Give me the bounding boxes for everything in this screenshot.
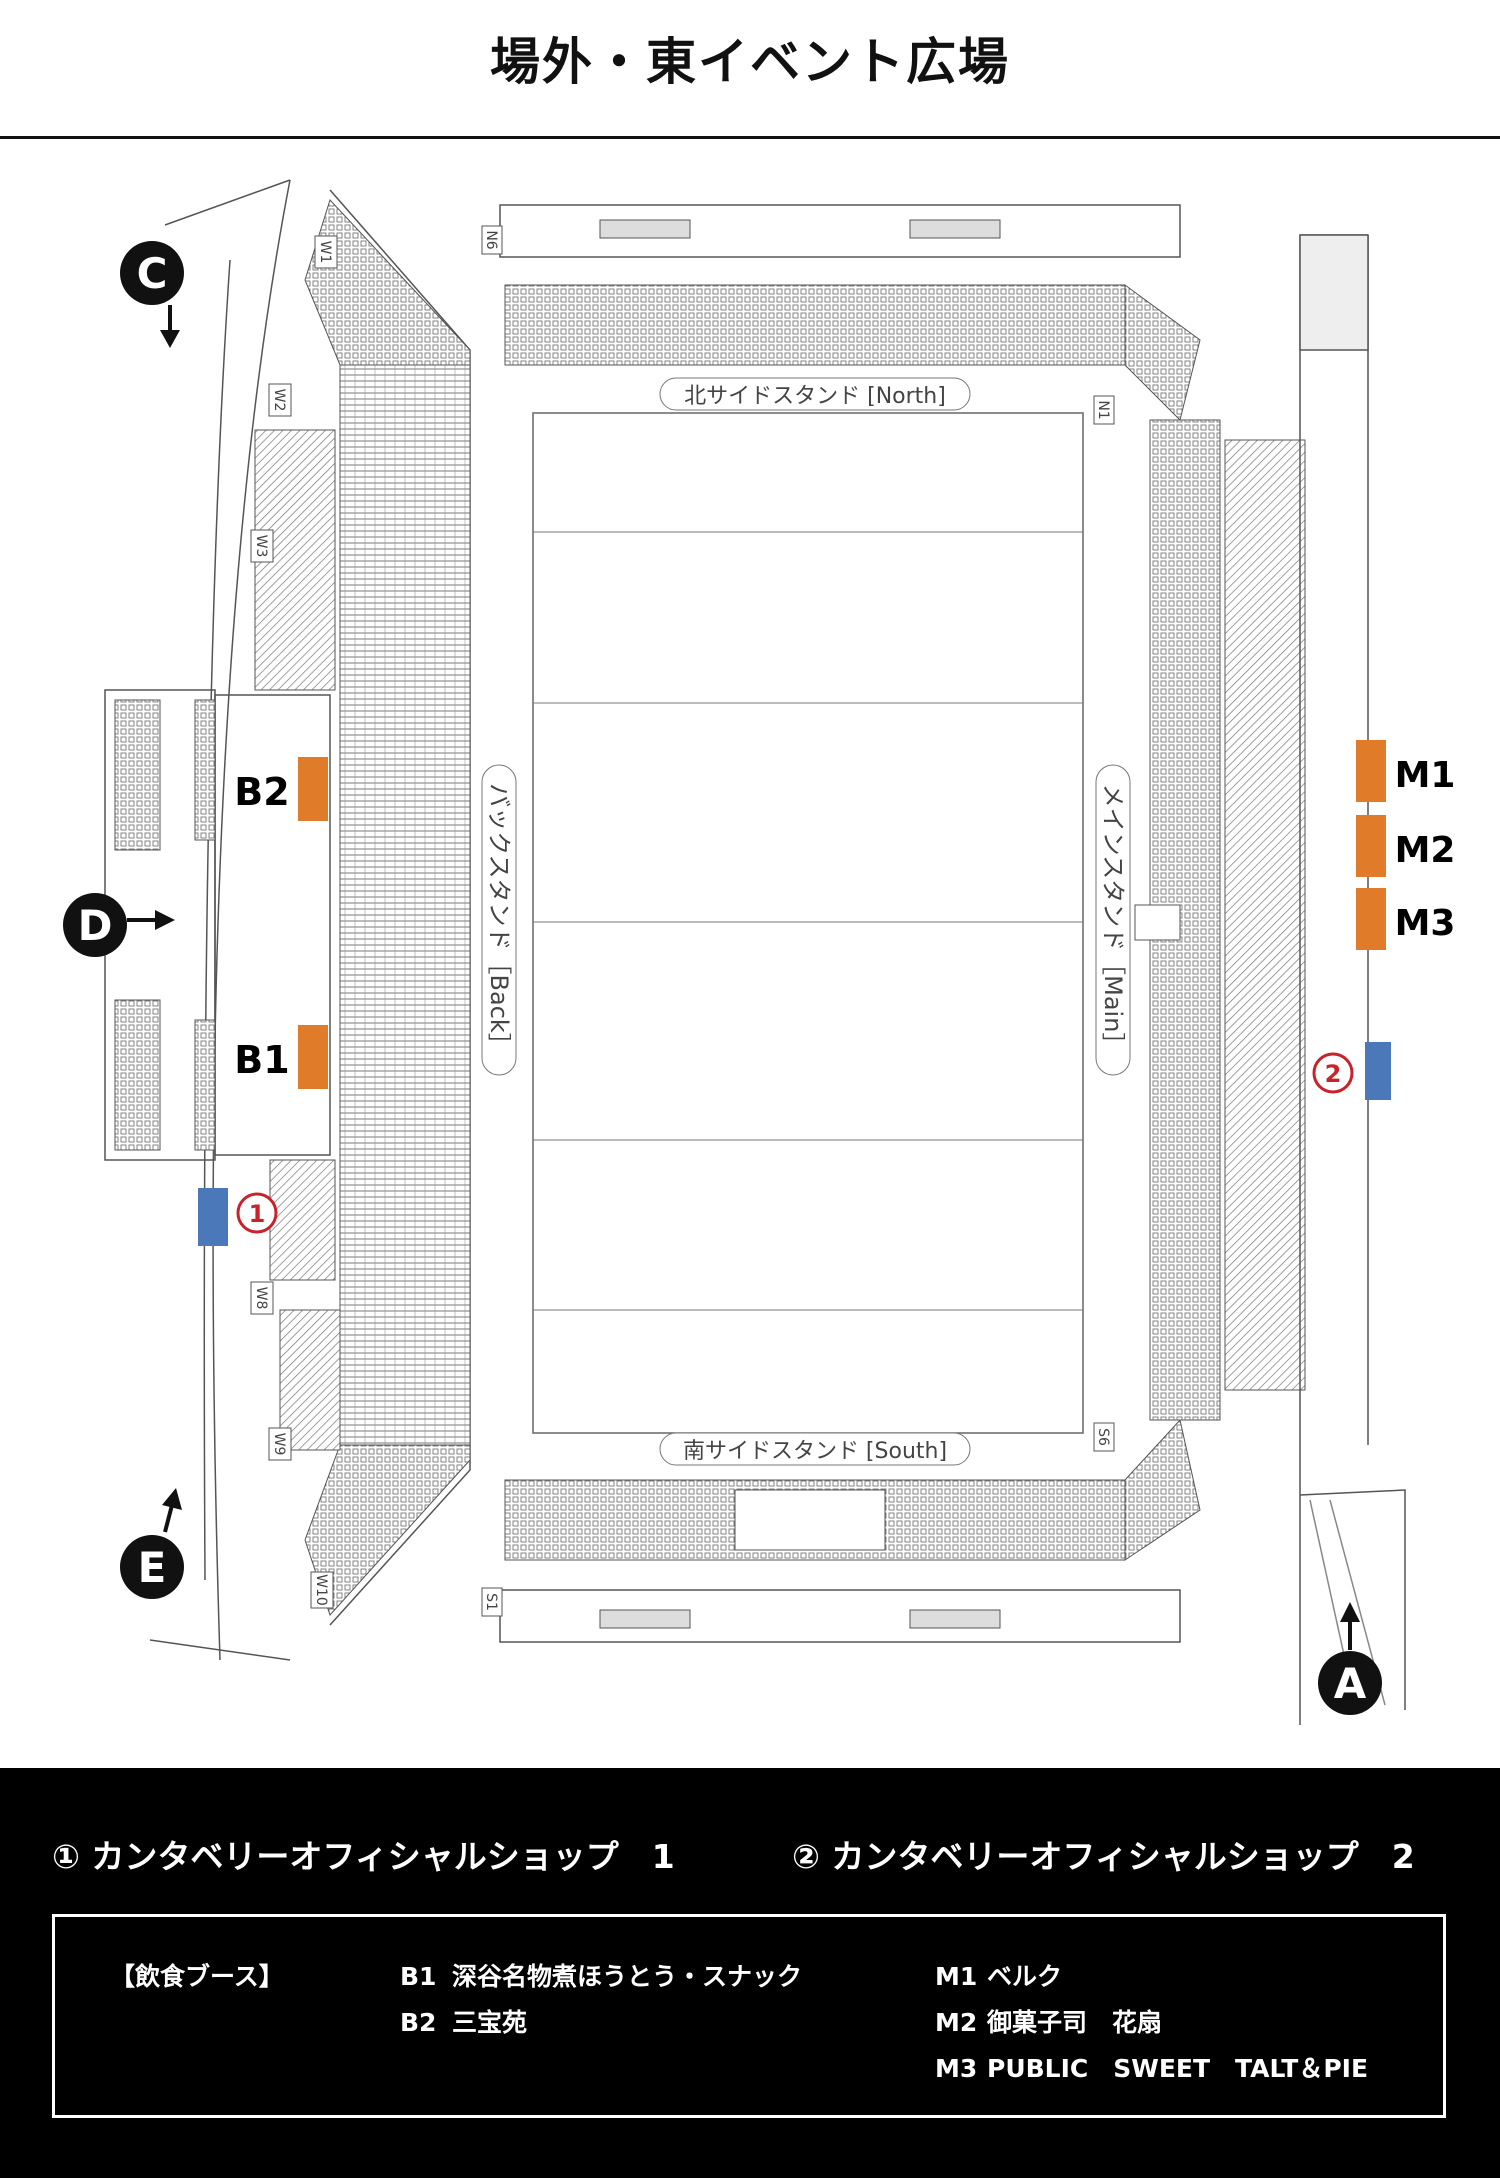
gate-a-label: A bbox=[1334, 1659, 1367, 1708]
legend-item-b1: B1 深谷名物煮ほうとう・スナック bbox=[400, 1957, 802, 1993]
gate-e[interactable]: E bbox=[120, 1488, 184, 1599]
shop-marker-2: 2 bbox=[1312, 1052, 1354, 1094]
legend-code: B1 bbox=[400, 1962, 437, 1991]
booth-m2[interactable] bbox=[1356, 815, 1386, 877]
section-code-w3: W3 bbox=[253, 535, 269, 558]
south-stand-seating bbox=[499, 1418, 1201, 1643]
legend-name: PUBLIC SWEET TALT＆PIE bbox=[987, 2054, 1369, 2083]
stand-label-south-text: 南サイドスタンド [South] bbox=[683, 1439, 947, 1464]
legend-code: M1 bbox=[935, 1962, 978, 1991]
stand-label-back: バックスタンド［Back］ bbox=[481, 764, 517, 1076]
east-promenade bbox=[1299, 234, 1406, 1725]
shop-marker-1: 1 bbox=[236, 1192, 278, 1234]
legend-item-m1: M1 ベルク bbox=[935, 1957, 1062, 1993]
section-code-s6: S6 bbox=[1095, 1428, 1111, 1446]
stadium-map: 北サイドスタンド [North] 南サイドスタンド [South] バックスタン… bbox=[63, 179, 1456, 1725]
stand-label-main: メインスタンド［Main］ bbox=[1095, 764, 1131, 1076]
section-code-w1: W1 bbox=[317, 241, 333, 264]
legend-name: ベルク bbox=[987, 1962, 1063, 1991]
back-stand-seating bbox=[114, 199, 471, 1616]
legend-item-b2: B2 三宝苑 bbox=[400, 2003, 527, 2039]
section-code-w10: W10 bbox=[313, 1574, 329, 1606]
north-stand-seating bbox=[499, 204, 1201, 421]
booth-b1[interactable] bbox=[298, 1025, 328, 1089]
section-code-n6: N6 bbox=[483, 230, 499, 249]
main-stand-seating bbox=[1134, 419, 1306, 1421]
legend-code: M3 bbox=[935, 2054, 978, 2083]
gate-e-label: E bbox=[138, 1543, 167, 1592]
title-divider bbox=[0, 136, 1500, 139]
gate-d-label: D bbox=[78, 901, 113, 950]
footer: ① カンタベリーオフィシャルショップ 1 ② カンタベリーオフィシャルショップ … bbox=[0, 1768, 1500, 2178]
page-title: 場外・東イベント広場 bbox=[490, 33, 1010, 91]
shop-booth-2[interactable] bbox=[1365, 1042, 1391, 1100]
booth-b2-label: B2 bbox=[234, 770, 289, 814]
booth-m3[interactable] bbox=[1356, 888, 1386, 950]
shop-marker-1-text: 1 bbox=[249, 1200, 266, 1228]
legend-code: M2 bbox=[935, 2008, 978, 2037]
stand-label-back-text: バックスタンド［Back］ bbox=[485, 783, 513, 1057]
booth-b2[interactable] bbox=[298, 757, 328, 821]
booth-m2-label: M2 bbox=[1395, 830, 1456, 871]
stand-label-south: 南サイドスタンド [South] bbox=[659, 1432, 971, 1466]
pitch bbox=[532, 412, 1084, 1434]
legend-code: B2 bbox=[400, 2008, 437, 2037]
shop-1-label: ① カンタベリーオフィシャルショップ 1 bbox=[52, 1837, 675, 1876]
shop-2-label: ② カンタベリーオフィシャルショップ 2 bbox=[792, 1837, 1415, 1876]
section-code-s1: S1 bbox=[483, 1593, 499, 1611]
stand-label-north: 北サイドスタンド [North] bbox=[659, 377, 971, 411]
booth-m1-label: M1 bbox=[1395, 755, 1456, 796]
food-booth-legend: 【飲食ブース】 B1 深谷名物煮ほうとう・スナック B2 三宝苑 M1 ベルク M2 御… bbox=[52, 1914, 1446, 2118]
shop-marker-2-text: 2 bbox=[1325, 1060, 1342, 1088]
legend-name: 御菓子司 花扇 bbox=[987, 2008, 1163, 2037]
booth-b1-label: B1 bbox=[234, 1038, 289, 1082]
gate-a[interactable]: A bbox=[1318, 1602, 1382, 1715]
stand-label-main-text: メインスタンド［Main］ bbox=[1099, 784, 1127, 1057]
gate-c[interactable]: C bbox=[120, 241, 184, 348]
legend-name: 深谷名物煮ほうとう・スナック bbox=[452, 1962, 803, 1991]
booth-m3-label: M3 bbox=[1395, 903, 1456, 944]
shop-booth-1[interactable] bbox=[198, 1188, 228, 1246]
section-code-n1: N1 bbox=[1095, 400, 1111, 419]
section-code-w2: W2 bbox=[271, 389, 287, 412]
section-code-w9: W9 bbox=[271, 1433, 287, 1456]
stand-label-north-text: 北サイドスタンド [North] bbox=[684, 384, 946, 409]
booth-m1[interactable] bbox=[1356, 740, 1386, 802]
section-code-w8: W8 bbox=[253, 1287, 269, 1310]
gate-d[interactable]: D bbox=[63, 893, 175, 957]
legend-heading: 【飲食ブース】 bbox=[110, 1962, 284, 1991]
legend-name: 三宝苑 bbox=[452, 2008, 528, 2037]
legend-item-m3: M3 PUBLIC SWEET TALT＆PIE bbox=[935, 2049, 1368, 2085]
legend-item-m2: M2 御菓子司 花扇 bbox=[935, 2003, 1162, 2039]
gate-c-label: C bbox=[137, 249, 168, 298]
